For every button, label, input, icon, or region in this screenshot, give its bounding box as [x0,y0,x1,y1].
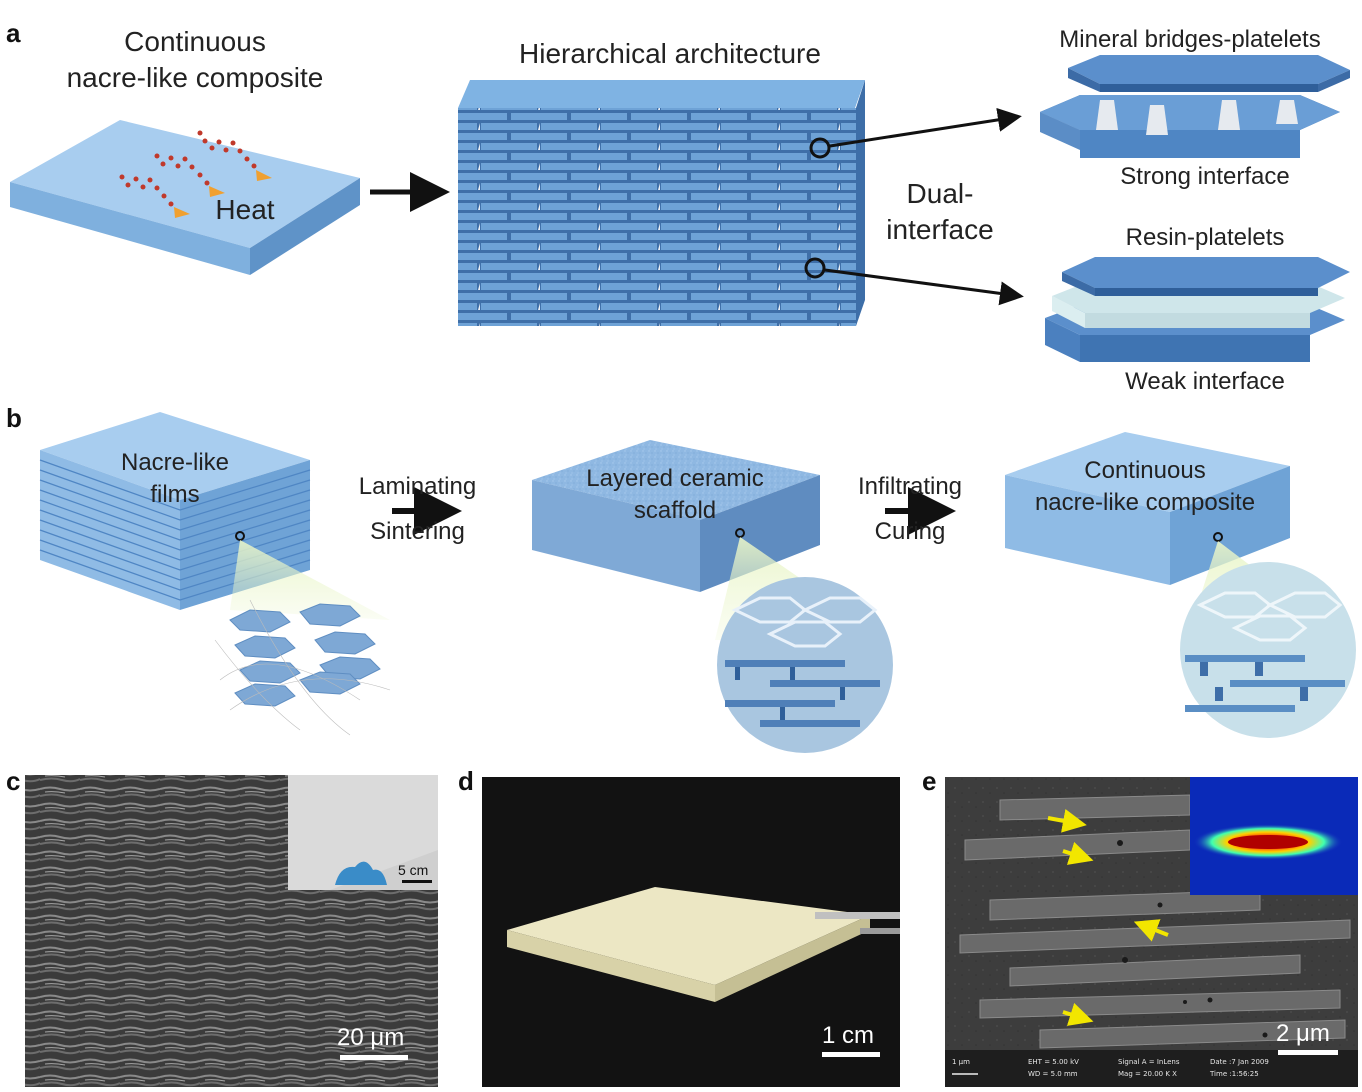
e-scalebar [1278,1050,1338,1055]
mineral-bridge-illustration [1040,55,1350,158]
slab-a-left [10,120,360,275]
sem-cross-section [25,775,438,1087]
films-label-line1: Nacre-like [120,449,230,476]
films-label-line2: films [150,481,200,508]
e-footer-scale: 1 μm [952,1058,970,1066]
weak-interface-caption: Weak interface [1125,368,1285,395]
scaffold-label-line2: scaffold [633,497,717,524]
a-left-title-line1: Continuous [124,26,266,57]
e-footer-mag: Mag = 20.00 K X [1118,1070,1177,1078]
panel-letter-e: e [922,766,937,796]
d-scalebar [822,1052,880,1057]
e-footer-signal: Signal A = InLens [1118,1058,1180,1066]
resin-platelet-illustration [1045,257,1350,362]
c-inset-scale-text: 5 cm [398,862,429,878]
step2-line2: Curing [874,518,946,545]
e-scale-text: 2 μm [1276,1020,1330,1047]
composite-label-line1: Continuous [1084,457,1206,484]
step1-line2: Sintering [370,518,465,545]
e-footer-eht: EHT = 5.00 kV [1028,1058,1079,1066]
c-scalebar [340,1055,408,1060]
composite-label-line2: nacre-like composite [1034,489,1256,516]
e-footer-wd: WD = 5.0 mm [1028,1070,1078,1078]
step1-line1: Laminating [358,473,477,500]
scaffold-label-line1: Layered ceramic [586,465,764,492]
panel-letter-b: b [6,403,22,433]
mineral-bridges-title: Mineral bridges-platelets [1059,26,1321,53]
panel-letter-c: c [6,766,21,796]
heat-arrows [119,130,272,218]
dual-interface-line1: Dual- [906,178,974,209]
films-stack [39,412,391,736]
hierarchical-title: Hierarchical architecture [519,38,821,69]
heat-label: Heat [215,194,275,225]
a-left-title-line2: nacre-like composite [66,62,324,93]
e-footer-date: Date :7 Jan 2009 [1210,1058,1269,1066]
panel-letter-d: d [458,766,474,796]
dual-interface-line2: interface [886,214,994,245]
step2-line1: Infiltrating [857,473,963,500]
ceramic-scaffold [532,440,893,753]
c-scale-text: 20 μm [337,1024,405,1051]
sem-platelets [945,777,1358,1087]
nacre-composite [1005,432,1356,738]
c-inset-scalebar [402,880,432,883]
resin-platelets-title: Resin-platelets [1125,224,1285,251]
d-scale-text: 1 cm [822,1022,875,1049]
panel-letter-a: a [6,18,21,48]
strong-interface-caption: Strong interface [1120,163,1290,190]
e-footer-time: Time :1:56:25 [1210,1070,1259,1078]
sample-photo [482,777,900,1087]
hierarchical-block [458,80,1024,326]
